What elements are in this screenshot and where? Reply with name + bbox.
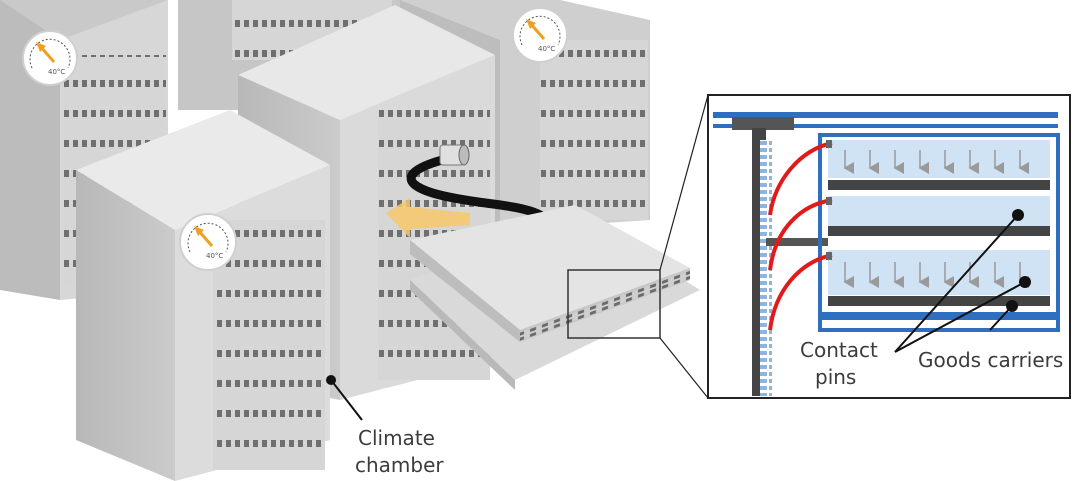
shelf-3 <box>828 250 1050 306</box>
gauge-front-reading: 40°C <box>206 252 223 260</box>
connector-chamber <box>439 144 470 166</box>
cabinet-front <box>76 110 330 481</box>
zoom-region-box <box>567 269 661 339</box>
shelf-2 <box>828 196 1050 236</box>
label-climate-chamber-line2: chamber <box>355 453 444 477</box>
thermometer-gauge-left: 40°C <box>22 30 78 86</box>
contact-pin-wires <box>768 141 833 331</box>
insert-direction-arrow <box>386 198 470 238</box>
zoom-line-top <box>659 94 709 271</box>
thermometer-gauge-right: 40°C <box>512 7 568 63</box>
shelf-1 <box>828 140 1050 190</box>
label-contact-pins-line1: Contact <box>800 338 878 362</box>
contact-rail <box>760 140 772 396</box>
climate-chamber-pointer <box>326 375 363 421</box>
thermometer-gauge-front: 40°C <box>179 213 237 271</box>
zoom-line-bottom <box>659 337 709 399</box>
goods-carrier-tray <box>410 205 700 390</box>
label-climate-chamber-line1: Climate <box>358 426 435 450</box>
inset-detail-panel <box>707 94 1071 399</box>
airflow-arrows-bottom <box>843 262 1029 288</box>
label-contact-pins-line2: pins <box>815 365 857 389</box>
label-goods-carriers: Goods carriers <box>918 348 1064 372</box>
gauge-right-reading: 40°C <box>538 45 555 53</box>
gauge-left-reading: 40°C <box>48 68 65 76</box>
airflow-arrows-top <box>843 150 1029 174</box>
